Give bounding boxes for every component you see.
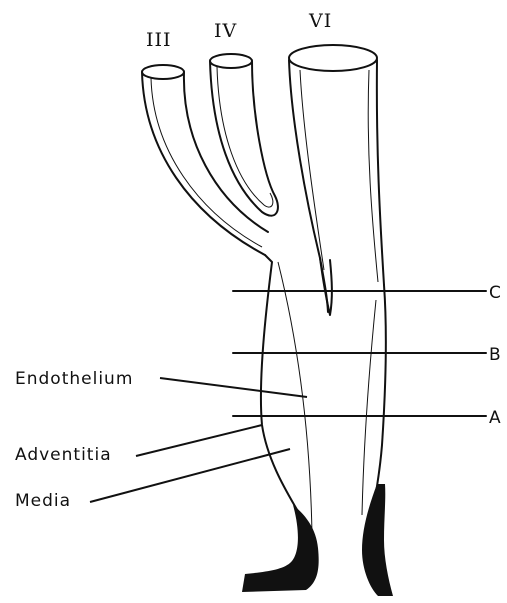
layer-label-media: Media [15, 491, 71, 511]
adventitia-block-right [362, 484, 393, 596]
adventitia-pointer [136, 425, 262, 456]
level-label-c: C [489, 283, 502, 303]
media-pointer [90, 449, 290, 502]
arch-label-iv: IV [214, 20, 237, 42]
endothelium-pointer [160, 378, 307, 397]
adventitia-block-left [242, 505, 319, 592]
arch-iii [142, 65, 268, 255]
trunk-left-wall [261, 255, 300, 515]
layer-label-adventitia: Adventitia [15, 445, 112, 465]
arch-label-vi: VI [308, 10, 332, 32]
endothelium-line-left [278, 262, 312, 535]
level-label-b: B [489, 345, 502, 365]
arch-vi [289, 45, 384, 312]
arch-iv [210, 54, 278, 216]
endothelium-line-right [362, 300, 376, 515]
layer-label-endothelium: Endothelium [15, 369, 133, 389]
trunk-right-wall [376, 285, 386, 493]
level-label-a: A [489, 408, 502, 428]
arch-label-iii: III [146, 29, 172, 51]
